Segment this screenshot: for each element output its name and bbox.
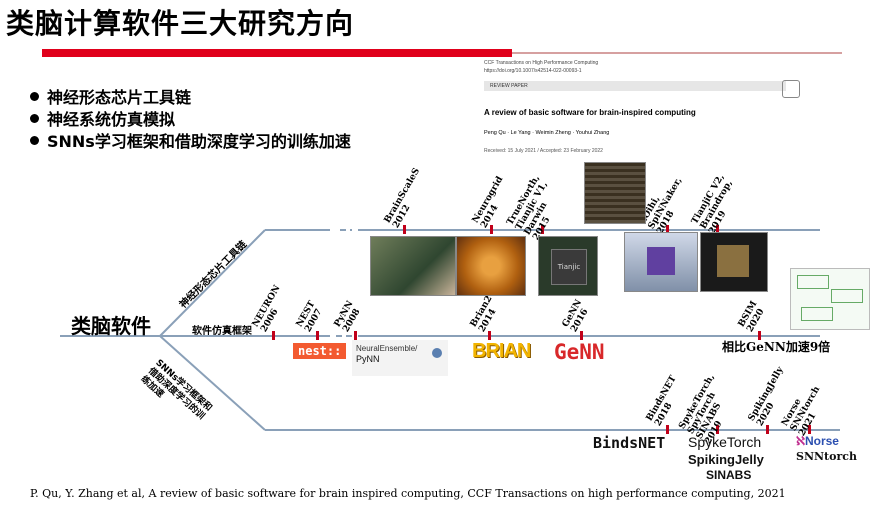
- brian-logo: BRIAN: [472, 340, 531, 362]
- bullet-dot: [30, 92, 39, 101]
- tianjic-chip-image: Tianjic: [538, 236, 598, 296]
- bullet-dot: [30, 136, 39, 145]
- brainscales-board-image: [370, 236, 456, 296]
- spikingjelly-logo: SpikingJelly: [688, 452, 764, 467]
- pynn-logo: NeuralEnsemble/ PyNN: [352, 340, 448, 376]
- page-title: 类脑计算软件三大研究方向: [6, 7, 355, 40]
- truenorth-wafer-image: [584, 162, 646, 224]
- bullet-text: 神经形态芯片工具链: [47, 88, 192, 107]
- pynn-logo-bottom: PyNN: [356, 354, 380, 364]
- neurogrid-chip-image: [456, 236, 526, 296]
- spinnaker-chip-image: [700, 232, 768, 292]
- bindsnet-logo: BindsNET: [593, 434, 666, 452]
- bullet-item: SNNs学习框架和借助深度学习的训练加速: [30, 128, 351, 152]
- pynn-logo-top: NeuralEnsemble/: [356, 344, 418, 353]
- paper-doi: https://doi.org/10.1007/s42514-022-00093…: [484, 68, 582, 74]
- sinabs-logo: SINABS: [706, 468, 752, 482]
- paper-title: A review of basic software for brain-ins…: [484, 108, 696, 117]
- chip-die: [647, 247, 675, 275]
- loihi-chip-image: [624, 232, 698, 292]
- diagram-box: [797, 275, 829, 289]
- norse-logo-text: Norse: [804, 434, 839, 448]
- chip-die: [717, 245, 749, 277]
- bullet-text: 神经系统仿真模拟: [47, 110, 176, 129]
- diagram-box: [801, 307, 833, 321]
- genn-logo: GeNN: [554, 340, 605, 364]
- check-updates-icon: [782, 80, 800, 98]
- citation: P. Qu, Y. Zhang et al, A review of basic…: [30, 487, 786, 500]
- paper-received: Received: 15 July 2021 / Accepted: 23 Fe…: [484, 148, 603, 154]
- norse-mark-icon: ℵ: [796, 434, 805, 448]
- bullet-item: 神经形态芯片工具链: [30, 84, 191, 108]
- snntorch-logo: SNNtorch: [796, 450, 857, 463]
- chip-label: Tianjic: [551, 249, 587, 285]
- paper-header: CCF Transactions on High Performance Com…: [482, 58, 812, 163]
- bsim-note: 相比GeNN加速9倍: [722, 340, 831, 354]
- spyketorch-logo: SpykeTorch: [688, 434, 762, 450]
- paper-tag: REVIEW PAPER: [484, 81, 786, 91]
- nest-logo: nest::: [293, 343, 347, 359]
- norse-logo: ℵNorse: [796, 434, 839, 448]
- github-icon: [432, 348, 442, 358]
- title-underline: [42, 49, 512, 57]
- title-underline-thin: [512, 52, 842, 54]
- paper-authors: Peng Qu · Le Yang · Weimin Zheng · Youhu…: [484, 130, 610, 136]
- bullet-text: SNNs学习框架和借助深度学习的训练加速: [47, 132, 351, 151]
- diagram-box: [831, 289, 863, 303]
- paper-journal: CCF Transactions on High Performance Com…: [484, 60, 599, 66]
- bsim-diagram-image: [790, 268, 870, 330]
- bullet-dot: [30, 114, 39, 123]
- branch-bottom-diagonal: [159, 335, 266, 431]
- branch-top-diagonal: [159, 229, 266, 337]
- root-label: 类脑软件: [71, 314, 151, 338]
- branch-label-middle: 软件仿真框架: [192, 326, 252, 337]
- bullet-item: 神经系统仿真模拟: [30, 106, 175, 130]
